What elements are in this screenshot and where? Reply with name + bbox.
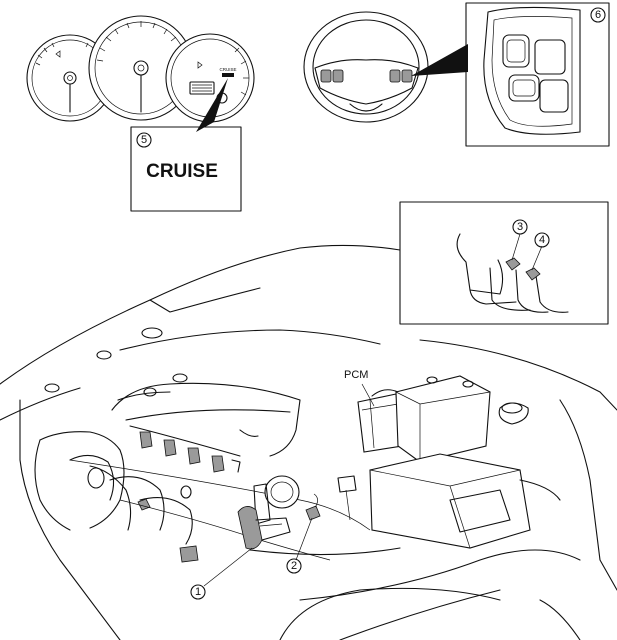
cruise-res-acc-switch bbox=[534, 39, 566, 75]
callout-6-wedge bbox=[411, 44, 468, 76]
instrument-cluster: CRUISE bbox=[26, 15, 255, 132]
cluster-cruise-text: CRUISE bbox=[219, 67, 236, 72]
callout-box-5: 5 CRUISE bbox=[130, 126, 242, 212]
cruise-main-switch bbox=[502, 34, 530, 68]
pcm-unit: PCM bbox=[344, 369, 403, 453]
callout-number-4: 4 bbox=[539, 234, 545, 246]
callout-number-1: 1 bbox=[195, 586, 201, 598]
intake-manifold bbox=[34, 431, 199, 563]
steering-wheel bbox=[303, 11, 468, 123]
cruise-cancel-switch bbox=[508, 74, 540, 102]
ignition-coils bbox=[129, 425, 259, 473]
callout-5-wedge bbox=[196, 78, 228, 132]
pcm-label: PCM bbox=[344, 369, 368, 381]
battery bbox=[395, 375, 491, 463]
callout-number-5: 5 bbox=[141, 134, 147, 146]
right-gauge: CRUISE bbox=[165, 33, 255, 123]
air-cleaner bbox=[369, 453, 561, 549]
callout-number-6: 6 bbox=[595, 9, 601, 21]
engine-bay: 1 2 PCM bbox=[0, 244, 617, 640]
callout-number-2: 2 bbox=[291, 560, 297, 572]
sensor-2 bbox=[295, 493, 321, 561]
cruise-indicator-lamp bbox=[222, 73, 234, 77]
callout-box-6: 6 bbox=[465, 2, 610, 147]
cruise-label: CRUISE bbox=[146, 161, 218, 182]
pedal-switch-inset: 3 4 bbox=[399, 201, 609, 325]
throttle-body bbox=[203, 475, 300, 587]
callout-number-3: 3 bbox=[517, 221, 523, 233]
cruise-set-coast-switch bbox=[539, 79, 569, 113]
